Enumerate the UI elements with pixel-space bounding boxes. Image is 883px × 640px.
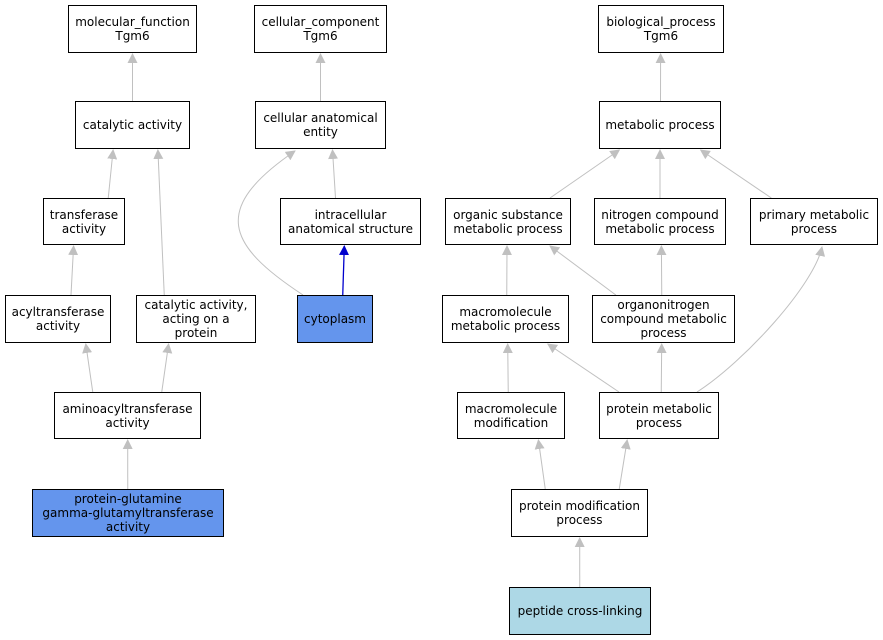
edge-aminoacyl-to-catalytic_protein <box>161 343 173 393</box>
node-transferase-activity[interactable]: transferase activity <box>43 198 125 245</box>
edge-protein_met-to-primary_met <box>696 246 826 393</box>
node-acyltransferase-activity[interactable]: acyltransferase activity <box>5 295 111 343</box>
edge-organonitrogen-to-organic <box>549 245 617 296</box>
node-organic-substance-metabolic-process[interactable]: organic substance metabolic process <box>445 198 571 245</box>
node-biological-process-root[interactable]: biological_process Tgm6 <box>598 5 724 53</box>
node-catalytic-activity-acting-on-a-protein[interactable]: catalytic activity, acting on a protein <box>136 295 256 343</box>
edge-cytoplasm-to-cae <box>237 150 304 296</box>
edge-acyltransferase-to-transferase <box>68 245 79 296</box>
edge-transferase-to-catalytic <box>107 149 118 199</box>
edge-primary_met-to-metabolic <box>699 149 772 199</box>
node-primary-metabolic-process[interactable]: primary metabolic process <box>750 198 878 245</box>
node-organonitrogen-compound-metabolic-process[interactable]: organonitrogen compound metabolic proces… <box>592 295 735 343</box>
node-catalytic-activity[interactable]: catalytic activity <box>75 101 190 149</box>
node-intracellular-anatomical-structure[interactable]: intracellular anatomical structure <box>280 198 421 245</box>
edge-ias-to-cae <box>328 149 339 199</box>
node-aminoacyltransferase-activity[interactable]: aminoacyltransferase activity <box>54 392 201 439</box>
node-protein-glutamine-gamma-glutamyltransferase-activity[interactable]: protein-glutamine gamma-glutamyltransfer… <box>32 489 224 537</box>
edge-aminoacyl-to-acyltransferase <box>82 343 94 393</box>
node-macromolecule-modification[interactable]: macromolecule modification <box>457 392 565 439</box>
node-peptide-cross-linking[interactable]: peptide cross-linking <box>509 587 651 635</box>
node-macromolecule-metabolic-process[interactable]: macromolecule metabolic process <box>442 295 569 343</box>
edge-protein_mod-to-macro_mod <box>534 439 546 490</box>
node-cellular-anatomical-entity[interactable]: cellular anatomical entity <box>255 101 386 149</box>
node-nitrogen-compound-metabolic-process[interactable]: nitrogen compound metabolic process <box>594 198 726 245</box>
node-cytoplasm[interactable]: cytoplasm <box>297 295 373 343</box>
node-metabolic-process[interactable]: metabolic process <box>599 101 721 149</box>
edge-protein_mod-to-protein_met <box>618 439 631 490</box>
edge-catalytic_protein-to-catalytic <box>153 149 165 296</box>
node-protein-metabolic-process[interactable]: protein metabolic process <box>599 392 719 439</box>
edge-protein_met-to-macro_met <box>547 343 620 393</box>
edge-organic-to-metabolic <box>549 149 621 199</box>
node-molecular-function-root[interactable]: molecular_function Tgm6 <box>68 5 197 53</box>
edge-macro_mod-to-macro_met <box>502 343 513 393</box>
edge-cytoplasm-to-ias <box>339 245 350 296</box>
node-cellular-component-root[interactable]: cellular_component Tgm6 <box>254 5 387 53</box>
node-protein-modification-process[interactable]: protein modification process <box>511 489 648 537</box>
